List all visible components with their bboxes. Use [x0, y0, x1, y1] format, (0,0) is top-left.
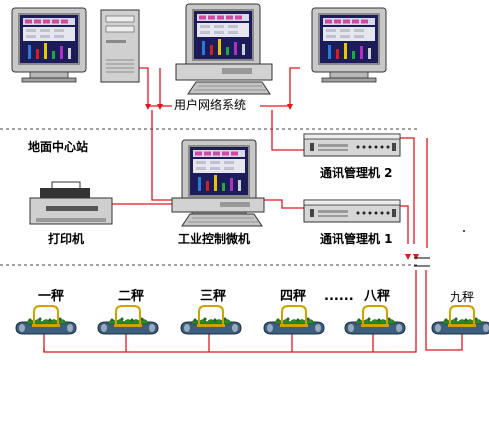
tower-pc: [100, 9, 140, 83]
scale-9-device: [431, 305, 489, 335]
printer-label: 打印机: [48, 232, 85, 246]
comm-manager-2-label: 通讯管理机 2: [320, 166, 393, 180]
scale-3-device: [180, 305, 242, 335]
scale-2-label: 二秤: [118, 289, 145, 304]
center-desktop-base: [175, 63, 273, 95]
scale-ellipsis-label: ......: [324, 289, 354, 304]
comm-manager-1-device: [303, 199, 401, 223]
scale-9-label: 九秤: [450, 290, 475, 304]
ipc-desktop-base: [171, 197, 265, 227]
ground-station-label: 地面中心站: [28, 140, 89, 154]
scale-8-label: 八秤: [364, 289, 391, 304]
scale-1-label: 一秤: [38, 289, 65, 304]
scale-4-label: 四秤: [280, 289, 307, 304]
printer-device: [29, 181, 113, 225]
user-network-label: 用户网络系统: [174, 98, 247, 112]
scale-3-label: 三秤: [200, 289, 227, 304]
scale-1-device: [15, 305, 77, 335]
comm-manager-1-label: 通讯管理机 1: [320, 232, 393, 246]
workstation-monitor-left: [12, 8, 86, 82]
scale-8-device: [344, 305, 406, 335]
scale-4-device: [263, 305, 325, 335]
stray-dot: [463, 230, 465, 232]
workstation-monitor-right: [312, 8, 386, 82]
scale-2-device: [97, 305, 159, 335]
comm-manager-2-device: [303, 133, 401, 157]
ipc-label: 工业控制微机: [178, 232, 251, 246]
connector-arrows: [145, 104, 419, 260]
